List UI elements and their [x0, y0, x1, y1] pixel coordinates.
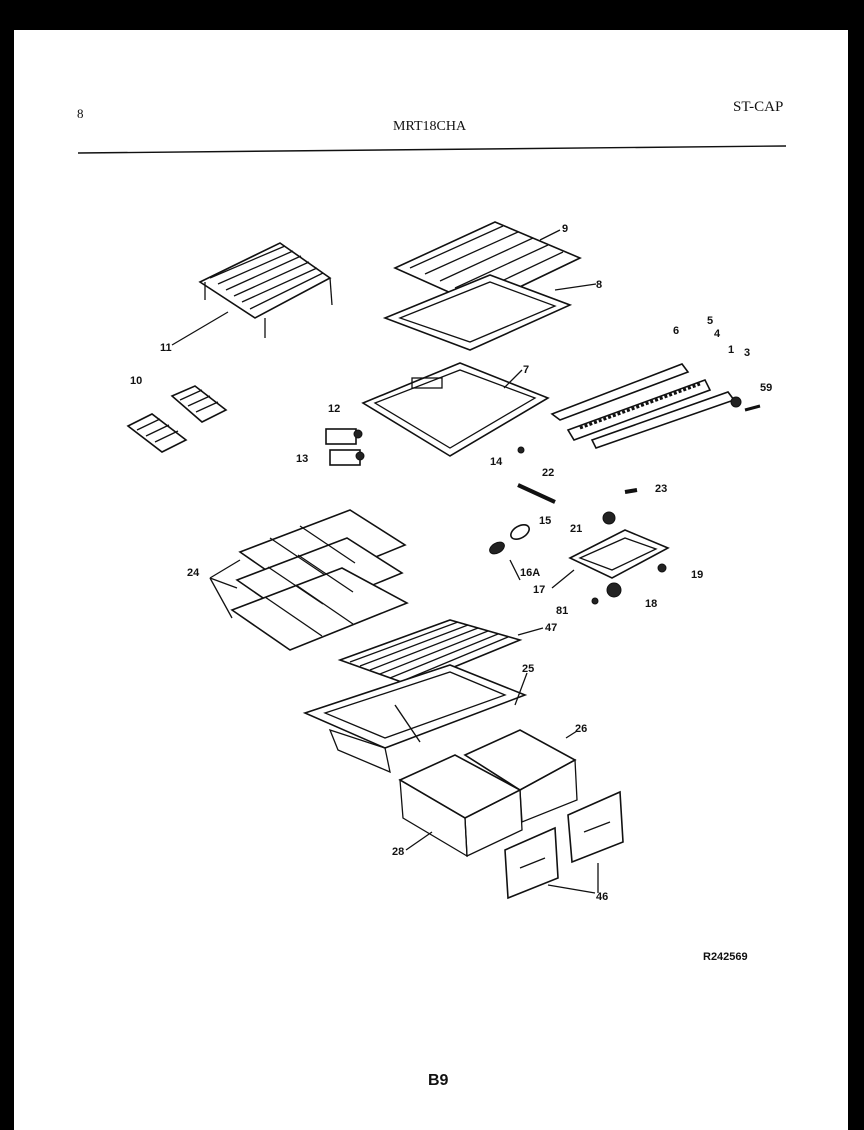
model-number: MRT18CHA	[393, 119, 467, 134]
diagram-page	[14, 30, 848, 1130]
callout-14: 14	[490, 456, 503, 468]
part-drawer-fronts	[504, 790, 624, 900]
part-shelf-rails	[550, 363, 761, 449]
part-crisper-cover	[337, 619, 523, 686]
page-code: B9	[428, 1072, 449, 1089]
part-control-housing	[568, 488, 670, 605]
callout-23: 23	[655, 483, 667, 495]
callout-10: 10	[130, 375, 142, 387]
part-15	[510, 523, 530, 541]
callout-11: 11	[160, 342, 172, 354]
callout-6: 6	[673, 325, 679, 337]
callout-19: 19	[691, 569, 703, 581]
callout-59: 59	[760, 382, 772, 394]
part-16a	[489, 541, 505, 555]
callout-25: 25	[522, 663, 534, 675]
callout-labels: 9 8 11 7 6 5 4 1 3 59 10 12 13 14 22 23 …	[130, 223, 772, 903]
callout-22: 22	[542, 467, 554, 479]
callout-18: 18	[645, 598, 657, 610]
callout-5: 5	[707, 315, 713, 327]
part-crisper-frame	[302, 664, 528, 774]
callout-13: 13	[296, 453, 308, 465]
part-22	[517, 483, 556, 504]
callout-9: 9	[562, 223, 568, 235]
callout-81: 81	[556, 605, 568, 617]
callout-15: 15	[539, 515, 551, 527]
section-code: ST-CAP	[733, 99, 784, 115]
part-glass-shelves	[230, 509, 409, 651]
callout-16a: 16A	[520, 567, 540, 579]
callout-12: 12	[328, 403, 340, 415]
page-number: 8	[77, 106, 84, 121]
callout-8: 8	[596, 279, 602, 291]
callout-26: 26	[575, 723, 587, 735]
callout-4: 4	[714, 328, 721, 340]
callout-28: 28	[392, 846, 404, 858]
part-cover	[361, 362, 550, 457]
callout-21: 21	[570, 523, 582, 535]
callout-47: 47	[545, 622, 557, 634]
reference-code: R242569	[703, 951, 748, 963]
part-shelf-top	[393, 221, 582, 307]
part-14	[517, 446, 525, 454]
part-vent-grilles	[126, 385, 228, 453]
callout-17: 17	[533, 584, 545, 596]
callout-24: 24	[187, 567, 200, 579]
callout-46: 46	[596, 891, 608, 903]
part-12-13-clips	[325, 428, 365, 466]
leader-lines	[171, 229, 599, 894]
callout-1: 1	[728, 344, 734, 356]
part-freezer-wire-shelf	[198, 242, 333, 338]
part-shelf-frame	[382, 274, 573, 351]
header-rule	[77, 145, 787, 154]
part-crisper-pans	[398, 729, 578, 858]
callout-7: 7	[523, 364, 529, 376]
callout-3: 3	[744, 347, 750, 359]
